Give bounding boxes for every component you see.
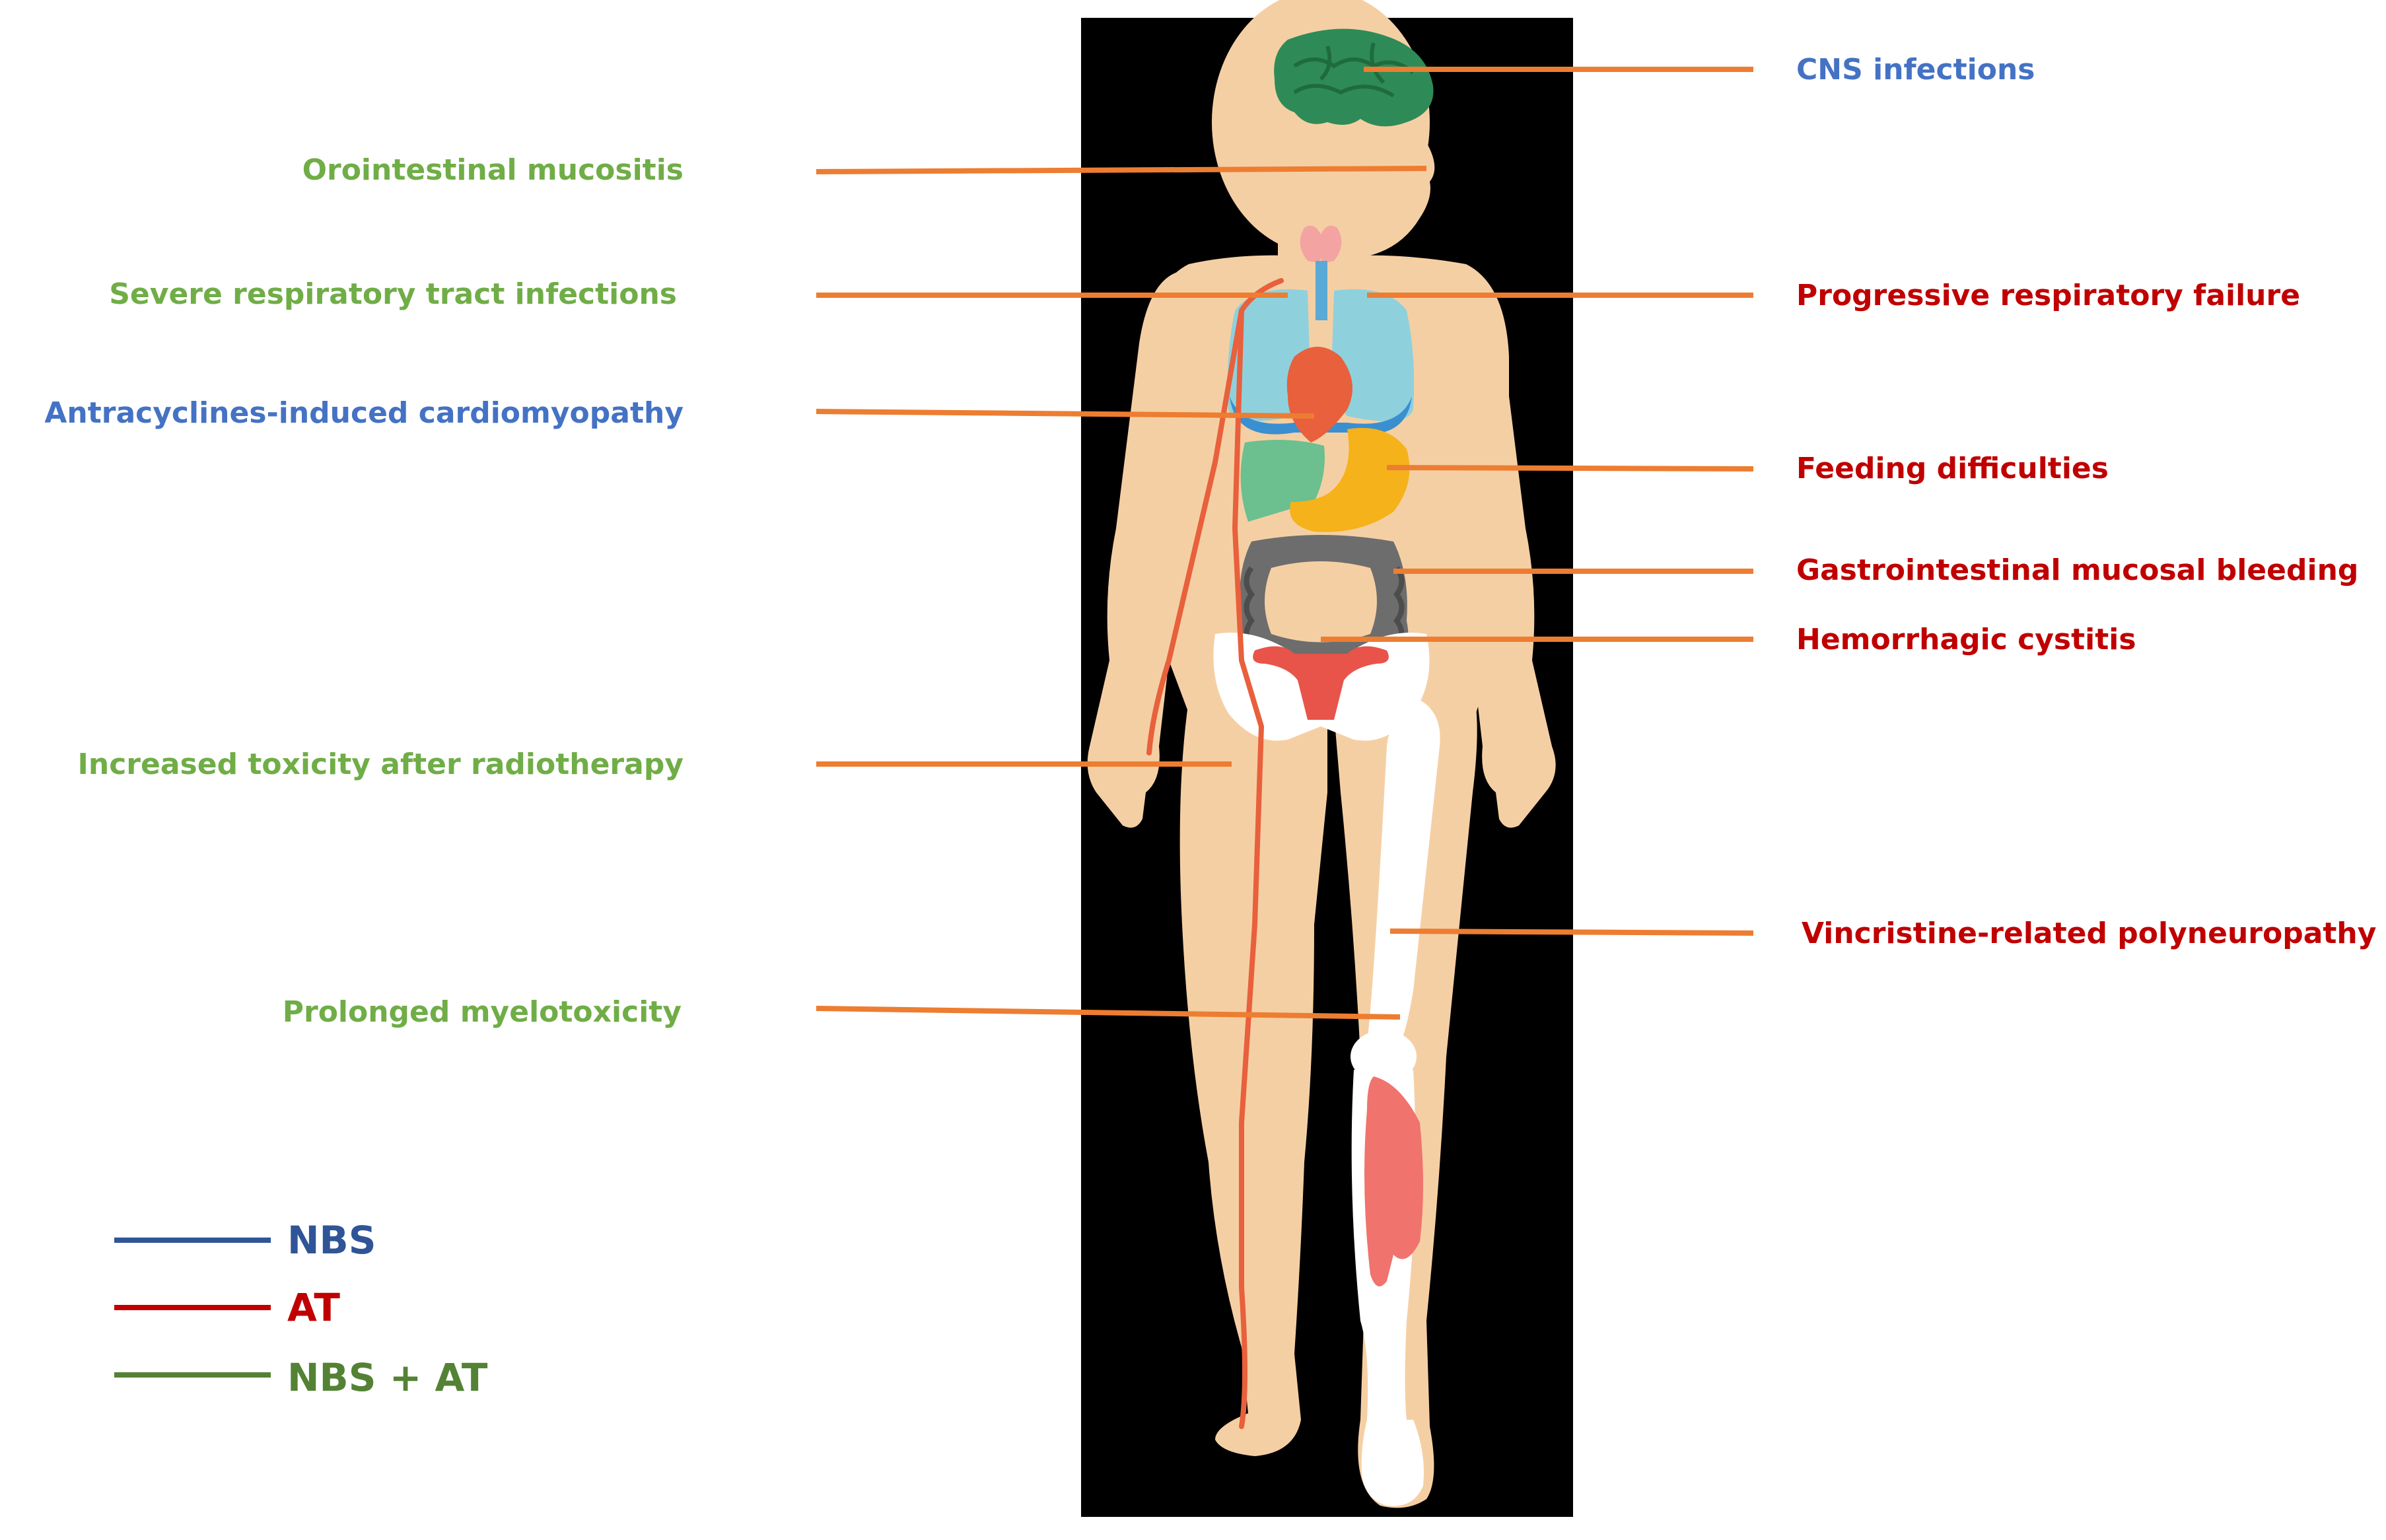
label-vincristine-polyneuropathy: Vincristine-related polyneuropathy bbox=[1802, 917, 2376, 950]
left-leg bbox=[1179, 700, 1327, 1456]
right-labels: CNS infections Progressive respiratory f… bbox=[1796, 53, 2376, 950]
legend-label-nbs: NBS bbox=[287, 1218, 376, 1263]
label-hemorrhagic-cystitis: Hemorrhagic cystitis bbox=[1796, 623, 2136, 656]
left-arm bbox=[1087, 271, 1202, 828]
stomach bbox=[1290, 428, 1410, 532]
label-cns-infections: CNS infections bbox=[1796, 53, 2035, 87]
label-progressive-respiratory-failure: Progressive respiratory failure bbox=[1796, 279, 2300, 312]
label-orointestinal-mucositis: Orointestinal mucositis bbox=[302, 153, 684, 187]
foot-bones bbox=[1361, 1420, 1424, 1506]
label-prolonged-myelotoxicity: Prolonged myelotoxicity bbox=[283, 995, 682, 1029]
legend-label-at: AT bbox=[287, 1285, 340, 1330]
leader-feeding-difficulties bbox=[1386, 465, 1754, 472]
femur bbox=[1367, 700, 1440, 1043]
leader-orointestinal-mucositis bbox=[816, 166, 1427, 174]
leader-antracyclines-cardiomyopathy bbox=[816, 409, 1315, 419]
calf-muscle bbox=[1364, 1076, 1423, 1286]
leader-prolonged-myelotoxicity bbox=[816, 1006, 1401, 1020]
leader-vincristine-polyneuropathy bbox=[1389, 928, 1754, 936]
brain bbox=[1274, 28, 1434, 127]
label-antracyclines-cardiomyopathy: Antracyclines-induced cardiomyopathy bbox=[44, 396, 684, 430]
left-labels: Orointestinal mucositis Severe respirato… bbox=[44, 153, 684, 1029]
blood-vessel bbox=[1146, 278, 1284, 1429]
label-severe-respiratory-tract-infections: Severe respiratory tract infections bbox=[109, 277, 677, 311]
label-feeding-difficulties: Feeding difficulties bbox=[1796, 452, 2109, 485]
right-arm bbox=[1440, 271, 1556, 828]
label-gastrointestinal-mucosal-bleeding: Gastrointestinal mucosal bleeding bbox=[1796, 553, 2358, 587]
thyroid bbox=[1300, 225, 1342, 262]
leader-lines bbox=[816, 67, 1754, 1020]
legend-label-nbs-at: NBS + AT bbox=[287, 1355, 488, 1400]
trachea bbox=[1316, 261, 1327, 320]
small-intestine bbox=[1265, 561, 1377, 643]
legend: NBS AT NBS + AT bbox=[114, 1218, 488, 1400]
brain-folds bbox=[1293, 42, 1415, 98]
label-increased-toxicity-radiotherapy: Increased toxicity after radiotherapy bbox=[78, 748, 684, 781]
anatomy bbox=[1146, 28, 1440, 1506]
uterus bbox=[1253, 646, 1389, 720]
diaphragm bbox=[1230, 396, 1412, 435]
